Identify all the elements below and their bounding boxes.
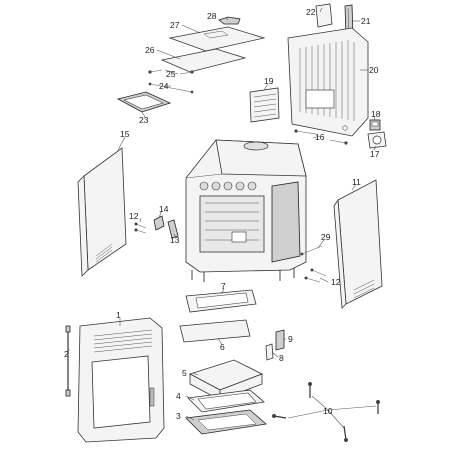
part-26-plate <box>160 48 247 73</box>
callout-13: 13 <box>170 235 180 245</box>
callout-22: 22 <box>306 7 316 17</box>
part-12a-screws <box>134 222 147 234</box>
callout-6: 6 <box>220 342 225 352</box>
part-28-top-handle <box>218 16 241 25</box>
part-6-strip <box>179 319 251 343</box>
part-2-gasket-rod <box>65 325 71 397</box>
part-15-left-side-panel <box>77 147 127 277</box>
part-4-tray <box>187 389 265 413</box>
part-14-bracket <box>153 215 165 231</box>
callout-29: 29 <box>321 232 331 242</box>
part-8-clip <box>265 343 274 361</box>
callout-4: 4 <box>176 391 181 401</box>
callout-9: 9 <box>288 334 293 344</box>
part-7-lower-frame <box>185 289 257 313</box>
callout-11: 11 <box>352 177 361 187</box>
callout-14: 14 <box>159 204 169 214</box>
callout-19: 19 <box>264 76 274 86</box>
part-23-gasket-frame <box>116 91 172 113</box>
part-24-rod <box>148 82 194 94</box>
callout-28: 28 <box>207 11 217 21</box>
callout-12b: 12 <box>331 277 341 287</box>
callout-7: 7 <box>221 281 226 291</box>
callout-labels: 1 2 3 4 5 6 7 8 9 10 11 12 12 13 14 15 1… <box>64 7 381 421</box>
callout-16: 16 <box>315 132 325 142</box>
part-13-clip <box>167 219 179 239</box>
callout-10: 10 <box>323 406 333 416</box>
part-16-pins <box>294 129 348 145</box>
part-3-base-plate <box>185 409 267 435</box>
callout-12a: 12 <box>129 211 139 221</box>
callout-18: 18 <box>371 109 381 119</box>
callout-20: 20 <box>369 65 379 75</box>
part-27-top-plate <box>168 26 266 52</box>
callout-24: 24 <box>159 81 169 91</box>
part-11-right-side-panel <box>333 179 383 309</box>
callout-17: 17 <box>370 149 380 159</box>
callout-27: 27 <box>170 20 180 30</box>
part-25-screws <box>148 69 194 75</box>
part-19-grille <box>249 87 280 123</box>
callout-8: 8 <box>279 353 284 363</box>
leader-lines <box>68 7 377 429</box>
callout-26: 26 <box>145 45 155 55</box>
part-22-bracket <box>315 3 333 28</box>
callout-3: 3 <box>176 411 181 421</box>
callout-1: 1 <box>116 310 121 320</box>
part-9-latch <box>275 329 285 351</box>
part-1-front-door <box>77 317 165 443</box>
callout-25: 25 <box>166 69 176 79</box>
part-17-fan <box>367 131 387 149</box>
callout-21: 21 <box>361 16 371 26</box>
part-20-rear-panel <box>287 27 369 137</box>
stove-body <box>185 139 307 282</box>
callout-23: 23 <box>139 115 149 125</box>
part-12b-screws <box>304 268 327 283</box>
callout-5: 5 <box>182 368 187 378</box>
part-18-small-box <box>369 119 381 131</box>
callout-15: 15 <box>120 129 130 139</box>
callout-2: 2 <box>64 349 69 359</box>
part-10-bolts <box>272 382 380 442</box>
